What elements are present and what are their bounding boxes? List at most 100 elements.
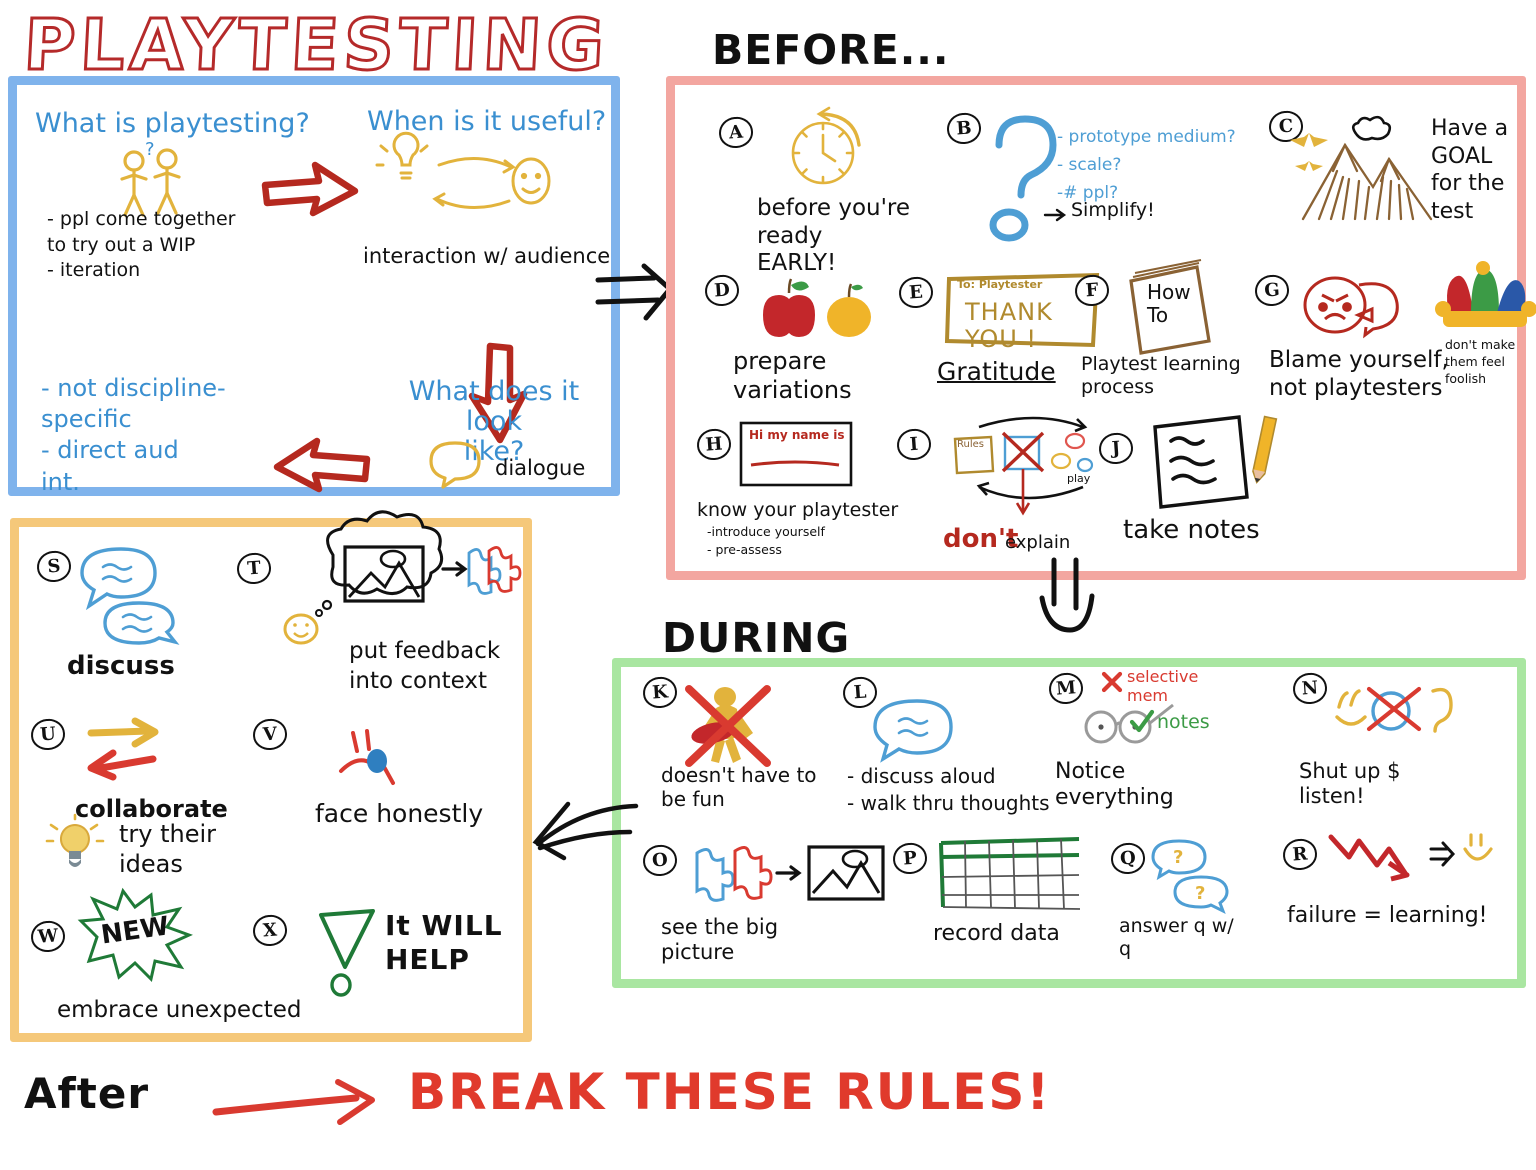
during-item-q: Q xyxy=(1109,841,1147,876)
badge-letter: X xyxy=(251,913,289,948)
badge-letter: U xyxy=(29,717,67,752)
badge-letter: R xyxy=(1281,837,1319,872)
footer-arrow-icon xyxy=(210,1078,390,1138)
name-tag-icon: Hi my name is xyxy=(737,419,857,489)
intro-question-1: What is playtesting? xyxy=(35,108,310,139)
before-caption-a: before you're ready EARLY! xyxy=(757,195,911,277)
fruit-icon xyxy=(753,275,883,345)
before-caption-i: explain xyxy=(1005,532,1071,553)
before-caption-f: Playtest learning process xyxy=(1081,353,1241,398)
before-extra-b: Simplify! xyxy=(1071,199,1155,221)
badge-letter: E xyxy=(897,275,935,310)
intro-question-3: What does it look like? xyxy=(408,376,580,468)
speech-bubble-icon xyxy=(873,697,963,767)
puzzle-to-picture-icon xyxy=(689,839,889,909)
after-item-t: T xyxy=(235,551,273,586)
badge-letter: P xyxy=(891,841,929,876)
badge-letter: W xyxy=(29,919,67,954)
thank-you-card-icon: To: Playtester THANK YOU ! xyxy=(943,269,1103,353)
clock-icon xyxy=(771,105,881,195)
jester-hat-icon xyxy=(1431,261,1536,341)
arrow-down-red-icon xyxy=(462,340,542,450)
arrow-left-red-icon xyxy=(267,433,377,508)
during-box: K doesn't have to be fun L xyxy=(612,658,1526,988)
before-item-g: G xyxy=(1253,273,1291,308)
after-item-u: U xyxy=(29,717,67,752)
before-item-a: A xyxy=(717,115,755,150)
badge-letter: J xyxy=(1097,431,1135,466)
rules-label: Rules xyxy=(957,439,984,450)
during-caption-n: Shut up $ listen! xyxy=(1299,759,1401,809)
notebook-label: How To xyxy=(1147,280,1191,327)
two-way-arrows-icon xyxy=(87,717,217,789)
after-caption-v: face honestly xyxy=(315,799,484,828)
svg-text:?: ? xyxy=(1195,883,1205,904)
connector-during-to-after xyxy=(530,796,640,866)
during-item-l: L xyxy=(841,675,879,710)
dialogue-bubble-icon xyxy=(425,437,485,492)
check-mark-icon xyxy=(1129,709,1155,735)
notepad-pencil-icon xyxy=(1147,413,1287,513)
intro-caption-2: interaction w/ audience xyxy=(363,244,611,268)
during-item-r: R xyxy=(1281,837,1319,872)
during-caption-l: - discuss aloud - walk thru thoughts xyxy=(847,764,1050,815)
before-note-g: don't make them feel foolish xyxy=(1445,337,1516,386)
before-caption-c: Have a GOAL for the test xyxy=(1431,116,1509,224)
intro-box: What is playtesting? ? - ppl come togeth… xyxy=(8,76,620,496)
during-item-n: N xyxy=(1291,671,1329,706)
card-message: THANK YOU ! xyxy=(965,298,1053,353)
honest-face-icon xyxy=(335,729,415,799)
before-item-j: J xyxy=(1097,431,1135,466)
svg-text:?: ? xyxy=(145,139,155,160)
x-mark-icon xyxy=(1101,671,1123,693)
during-caption-q: answer q w/ q xyxy=(1119,915,1234,960)
before-item-h: H xyxy=(695,427,733,462)
before-caption-h: know your playtester xyxy=(697,499,899,521)
grid-table-icon xyxy=(933,837,1083,917)
after-caption-x: It WILL HELP xyxy=(385,909,503,976)
idea-cycle-icon xyxy=(375,131,557,233)
during-good-m: notes xyxy=(1157,711,1210,733)
card-to-label: To: Playtester xyxy=(957,278,1043,291)
badge-letter: V xyxy=(251,717,289,752)
angry-face-icon xyxy=(1295,267,1425,347)
intro-bullets-2: - not discipline- specific - direct aud … xyxy=(41,374,226,496)
footer-break-rules: BREAK THESE RULES! xyxy=(408,1063,1052,1121)
before-caption-j: take notes xyxy=(1123,515,1260,545)
before-caption-i-red: don't xyxy=(943,524,1019,554)
before-sub-h: -introduce yourself - pre-assess xyxy=(707,524,825,558)
after-item-s: S xyxy=(35,549,73,584)
ear-icon xyxy=(1329,681,1469,751)
before-caption-d: prepare variations xyxy=(733,347,852,404)
name-tag-label: Hi my name is xyxy=(749,428,845,442)
badge-letter: Q xyxy=(1109,841,1147,876)
badge-letter: F xyxy=(1073,273,1111,308)
badge-letter: G xyxy=(1253,273,1291,308)
after-box: S discuss T xyxy=(10,510,532,1042)
connector-before-to-during xyxy=(1039,557,1110,638)
before-caption-e: Gratitude xyxy=(937,357,1056,386)
during-item-k: K xyxy=(641,675,679,710)
badge-letter: S xyxy=(35,549,73,584)
badge-letter: A xyxy=(717,115,755,150)
green-arrow-icon xyxy=(315,909,385,999)
during-item-o: O xyxy=(641,843,679,878)
before-caption-g: Blame yourself, not playtesters xyxy=(1269,347,1449,401)
during-caption-o: see the big picture xyxy=(661,915,779,965)
play-label: play xyxy=(1067,472,1091,485)
before-item-f: F xyxy=(1073,273,1111,308)
badge-letter: I xyxy=(895,427,933,462)
after-item-x: X xyxy=(251,913,289,948)
after-item-v: V xyxy=(251,717,289,752)
badge-letter: H xyxy=(695,427,733,462)
arrow-small-icon xyxy=(1043,207,1069,223)
before-box: A before you're ready EARLY! B xyxy=(666,76,1536,580)
badge-letter: T xyxy=(235,551,273,586)
during-heading: DURING xyxy=(662,614,851,662)
footer-after-label: After xyxy=(24,1069,150,1118)
crossed-out-jester-icon xyxy=(673,675,783,775)
notebook-icon: How To xyxy=(1119,259,1219,359)
after-item-w: W xyxy=(29,919,67,954)
before-item-i: I xyxy=(895,427,933,462)
after-caption-u2: try their ideas xyxy=(119,820,217,878)
